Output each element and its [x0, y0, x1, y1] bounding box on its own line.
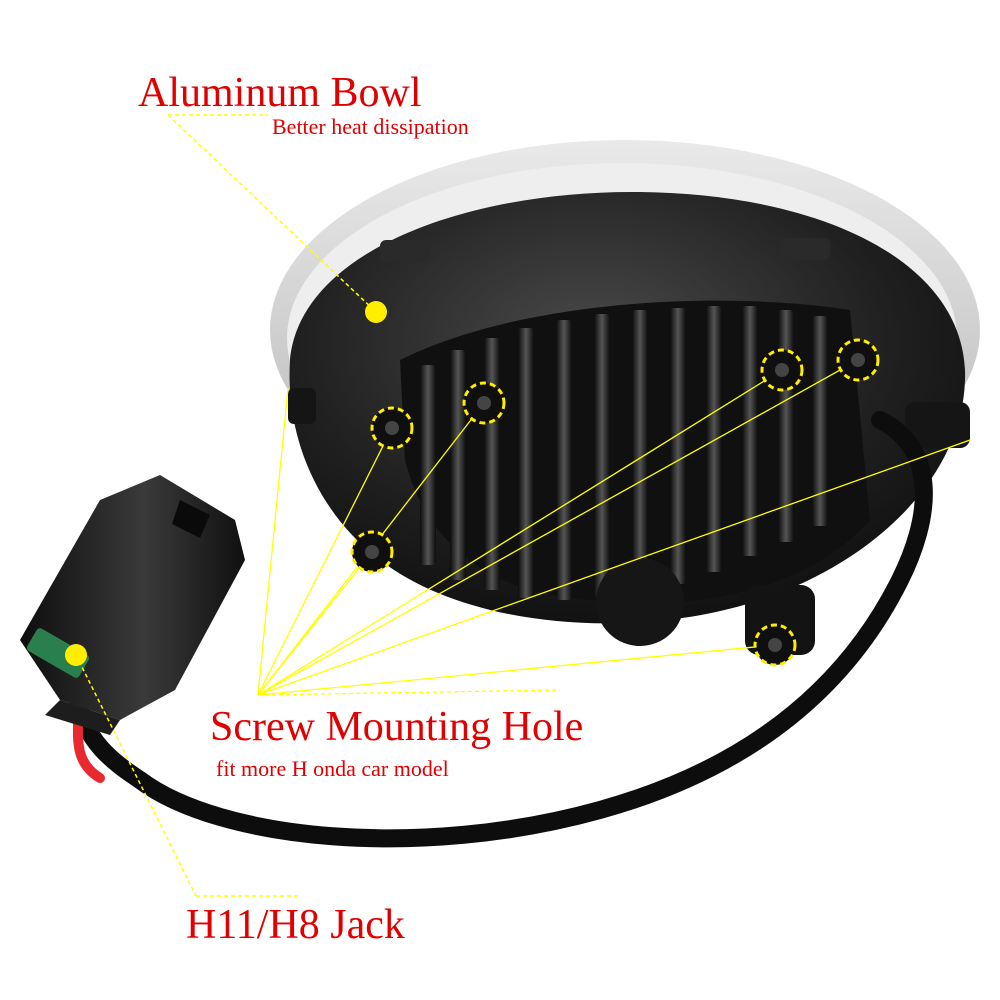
bowl-tab: [780, 238, 830, 260]
bowl-tab: [380, 240, 430, 262]
screw-mounting-hole-title: Screw Mounting Hole: [210, 704, 584, 750]
bowl-callout-dot: [365, 301, 387, 323]
bowl-tab: [905, 402, 970, 448]
aluminum-bowl-title: Aluminum Bowl: [138, 70, 422, 116]
bowl-tab: [288, 388, 316, 424]
aluminum-bowl-subtitle: Better heat dissipation: [272, 114, 469, 139]
jack-callout-dot: [65, 644, 87, 666]
screw-mounting-hole-subtitle: fit more H onda car model: [216, 756, 449, 781]
bowl-callout: [167, 114, 377, 313]
screw-hole-centers: [365, 353, 865, 652]
jack-callout: [75, 654, 300, 897]
rear-boss: [596, 558, 684, 646]
jack-title: H11/H8 Jack: [186, 902, 405, 948]
screw-callout: [257, 359, 971, 696]
h11-h8-connector: [20, 475, 245, 735]
power-cable: [69, 411, 933, 848]
